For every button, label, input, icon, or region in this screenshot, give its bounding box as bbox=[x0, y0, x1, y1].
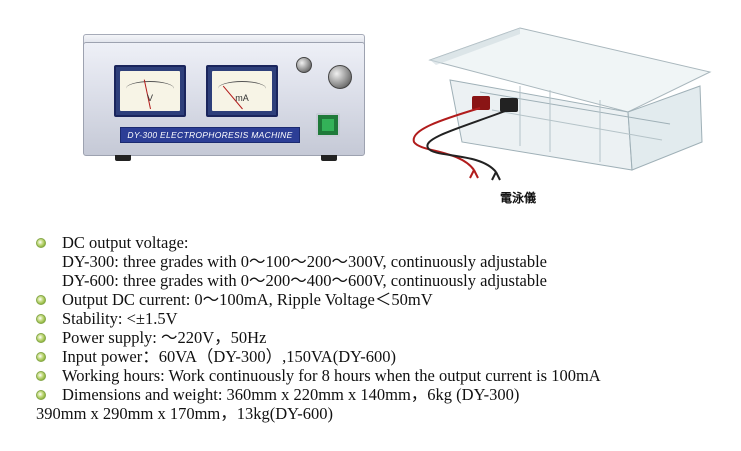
ammeter: mA bbox=[206, 65, 278, 117]
electrophoresis-tank-image bbox=[400, 20, 716, 185]
device-top-panel bbox=[83, 34, 365, 45]
tank-caption: 電泳儀 bbox=[500, 191, 537, 205]
bullet-icon bbox=[36, 390, 46, 400]
bullet-icon bbox=[36, 238, 46, 248]
power-switch bbox=[316, 113, 340, 137]
spec-line-dimensions-weight: Dimensions and weight: 360mm x 220mm x 1… bbox=[36, 385, 736, 404]
spec-line-input-power: Input power：60VA（DY-300）,150VA(DY-600) bbox=[36, 347, 736, 366]
voltage-adjust-knob bbox=[328, 65, 352, 89]
bullet-icon bbox=[36, 352, 46, 362]
spec-line-dy300-voltage: DY-300: three grades with 0～100～200～300V… bbox=[62, 252, 548, 271]
spec-line-output-current: Output DC current: 0～100mA, Ripple Volta… bbox=[36, 290, 736, 309]
spec-line-dc-output-voltage: DC output voltage: bbox=[36, 233, 736, 252]
bullet-icon bbox=[36, 295, 46, 305]
spec-line-stability: Stability: <±1.5V bbox=[36, 309, 736, 328]
tank-drawing bbox=[412, 27, 712, 181]
ammeter-unit: mA bbox=[235, 93, 249, 103]
spec-line-dimensions-weight-dy600: 390mm x 290mm x 170mm，13kg(DY-600) bbox=[36, 404, 333, 423]
bullet-icon bbox=[36, 333, 46, 343]
voltmeter: V bbox=[114, 65, 186, 117]
device-front-panel: V mA DY-300 ELECTROPHORESIS MACHINE bbox=[83, 42, 365, 156]
range-selector-knob bbox=[296, 57, 312, 73]
voltmeter-unit: V bbox=[146, 93, 153, 103]
bullet-icon bbox=[36, 371, 46, 381]
bullet-icon bbox=[36, 314, 46, 324]
electrophoresis-power-supply-image: V mA DY-300 ELECTROPHORESIS MACHINE bbox=[75, 34, 365, 164]
spec-line-dy600-voltage: DY-600: three grades with 0～200～400～600V… bbox=[62, 271, 548, 290]
spec-line-power-supply: Power supply: ～220V，50Hz bbox=[36, 328, 736, 347]
spec-line-working-hours: Working hours: Work continuously for 8 h… bbox=[36, 366, 736, 385]
device-label: DY-300 ELECTROPHORESIS MACHINE bbox=[120, 127, 300, 143]
spec-list: DC output voltage: DY-300: three grades … bbox=[36, 233, 736, 423]
